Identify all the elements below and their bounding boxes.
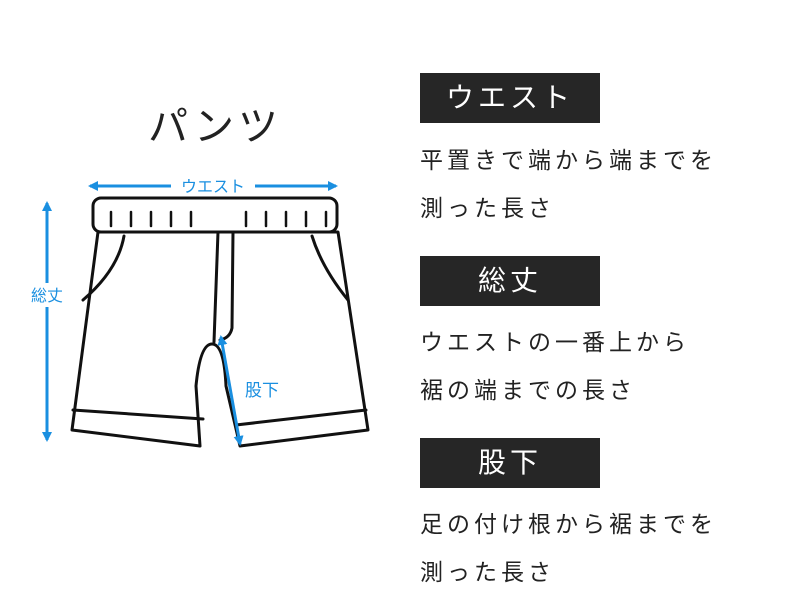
right-cuff	[234, 408, 368, 427]
inseam-description-line-2: 測った長さ	[420, 560, 555, 586]
waistband	[91, 196, 339, 234]
length-description-line-2: 裾の端までの長さ	[420, 378, 636, 404]
pants-diagram: ウエスト 総丈 股下	[0, 160, 400, 490]
waist-description-line-1: 平置きで端から端までを	[420, 148, 717, 174]
waist-label-bg	[171, 174, 255, 196]
length-label-bg	[22, 283, 72, 307]
length-description: ウエストの一番上から 裾の端までの長さ	[420, 319, 790, 415]
length-heading: 総丈	[420, 256, 600, 306]
waist-heading: ウエスト	[420, 73, 600, 123]
right-pocket	[310, 234, 350, 302]
inseam-arrow	[217, 335, 244, 446]
length-description-line-1: ウエストの一番上から	[420, 330, 690, 356]
waist-description: 平置きで端から端までを 測った長さ	[420, 137, 790, 233]
pants-illustration	[70, 196, 370, 448]
left-cuff	[71, 408, 205, 421]
inseam-label: 股下	[245, 381, 279, 401]
left-pocket	[81, 234, 126, 302]
waist-description-line-2: 測った長さ	[420, 196, 555, 222]
page-title: パンツ	[148, 104, 282, 150]
inseam-description-line-1: 足の付け根から裾までを	[420, 512, 717, 538]
fly	[212, 230, 220, 344]
waist-label: ウエスト	[181, 177, 245, 196]
length-label: 総丈	[31, 286, 63, 305]
inseam-description: 足の付け根から裾までを 測った長さ	[420, 501, 790, 597]
waistband-ribbing	[109, 210, 328, 228]
inseam-heading: 股下	[420, 438, 600, 488]
